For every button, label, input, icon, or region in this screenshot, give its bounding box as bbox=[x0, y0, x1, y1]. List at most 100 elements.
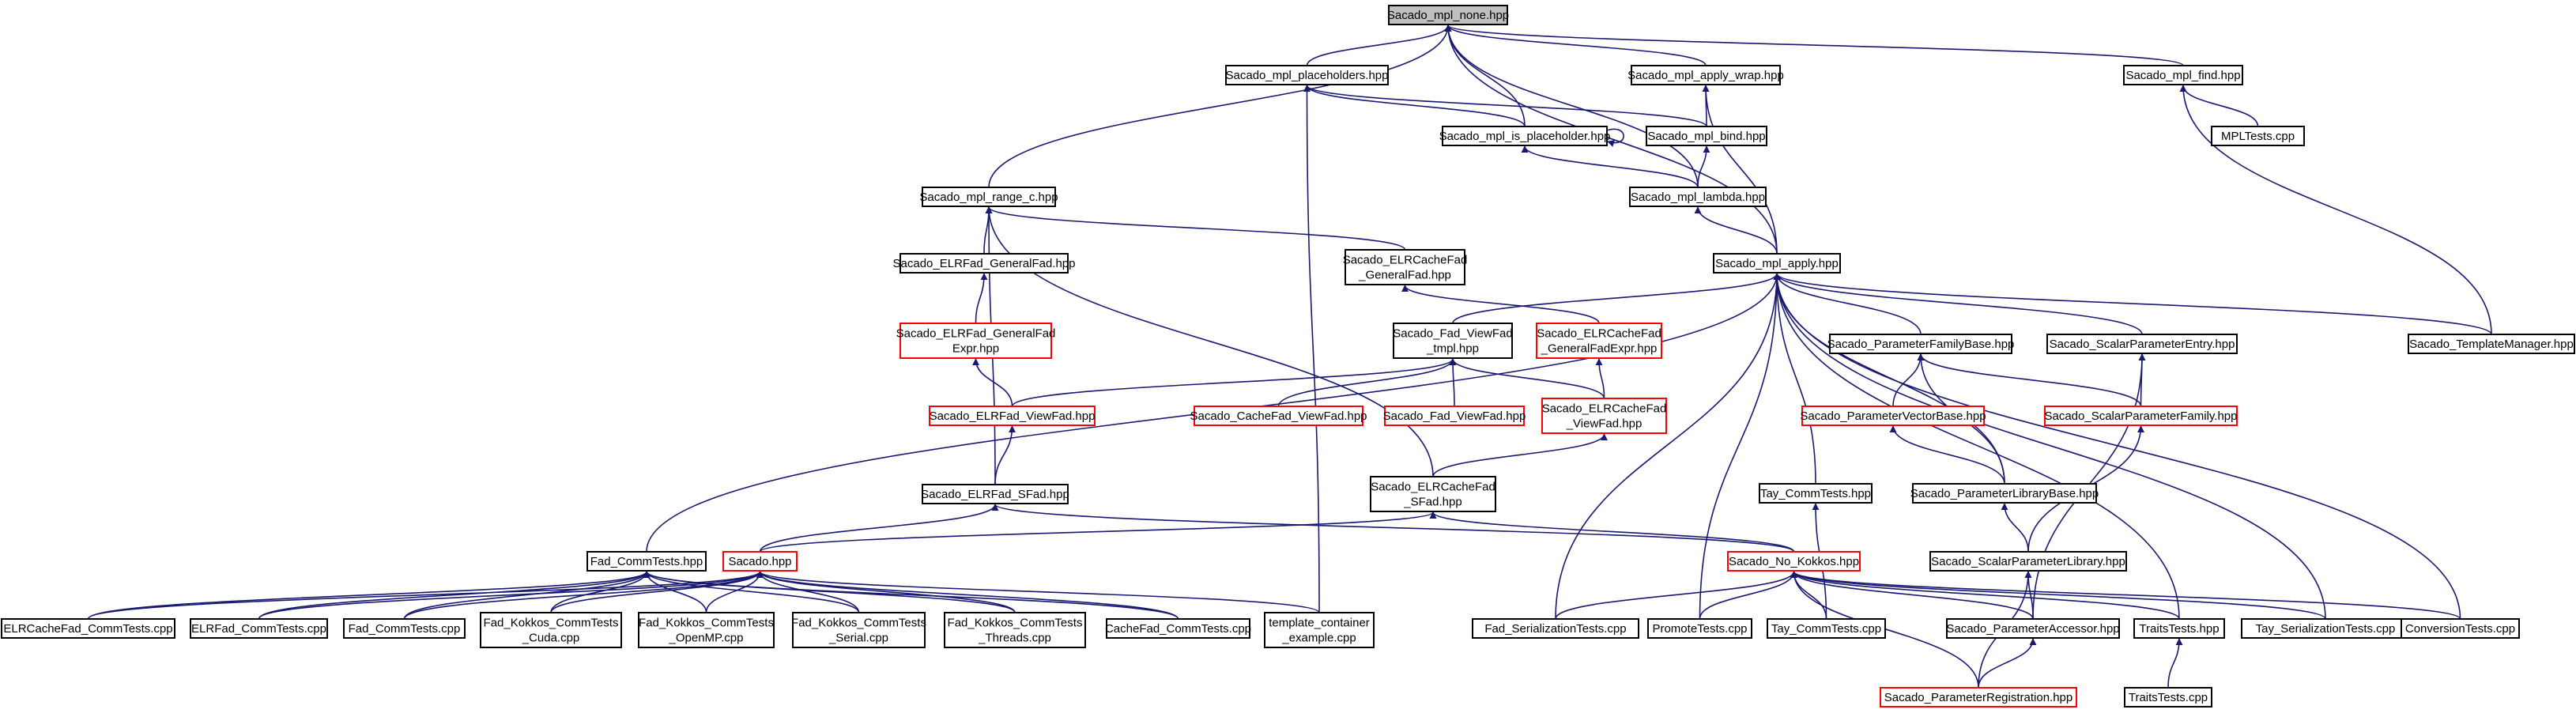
node-sacado-elrfad-generalfadexpr-hpp[interactable]: Sacado_ELRFad_GeneralFadExpr.hpp bbox=[896, 323, 1056, 359]
node-fad-commtests-cpp[interactable]: Fad_CommTests.cpp bbox=[343, 618, 466, 639]
edge-templatemanager-to-apply bbox=[1773, 273, 2492, 335]
node-box bbox=[1442, 126, 1608, 146]
edge-scalarparamfamily-to-paramfamilybase bbox=[1917, 353, 2142, 407]
edge-kokkos_threads-to-sacado_hpp bbox=[756, 571, 1016, 613]
node-sacado-hpp[interactable]: Sacado.hpp bbox=[722, 551, 798, 572]
node-sacado-scalarparameterlibrary-hpp[interactable]: Sacado_ScalarParameterLibrary.hpp bbox=[1929, 551, 2127, 572]
edge-cachefad_commtests-to-fad_commtests_hpp bbox=[643, 571, 1179, 620]
node-label: Expr.hpp bbox=[952, 342, 999, 355]
node-tay-serializationtests-cpp[interactable]: Tay_SerializationTests.cpp bbox=[2241, 618, 2410, 639]
node-cachefad-commtests-cpp[interactable]: CacheFad_CommTests.cpp bbox=[1105, 618, 1251, 639]
edge-elrfad_viewfad-to-fad_viewfad_tmpl bbox=[1011, 358, 1457, 407]
node-box bbox=[900, 253, 1069, 274]
node-traitstests-hpp[interactable]: TraitsTests.hpp bbox=[2133, 618, 2225, 639]
node-conversiontests-cpp[interactable]: ConversionTests.cpp bbox=[2401, 618, 2520, 639]
node-box bbox=[1946, 618, 2120, 639]
node-sacado-mpl-none-hpp[interactable]: Sacado_mpl_none.hpp bbox=[1387, 5, 1509, 25]
node-fad-kokkos-commtests-openmp-cpp[interactable]: Fad_Kokkos_CommTests_OpenMP.cpp bbox=[638, 612, 775, 648]
edge-is_placeholder-to-is_placeholder bbox=[1606, 128, 1624, 147]
node-sacado-mpl-find-hpp[interactable]: Sacado_mpl_find.hpp bbox=[2123, 65, 2243, 85]
node-mpltests-cpp[interactable]: MPLTests.cpp bbox=[2211, 126, 2305, 146]
node-label: Sacado_ParameterLibraryBase.hpp bbox=[1910, 487, 2099, 500]
node-fad-commtests-hpp[interactable]: Fad_CommTests.hpp bbox=[586, 551, 707, 572]
node-sacado-scalarparameterfamily-hpp[interactable]: Sacado_ScalarParameterFamily.hpp bbox=[2044, 406, 2238, 426]
node-box bbox=[1629, 187, 1767, 207]
node-elrcachefad-commtests-cpp[interactable]: ELRCacheFad_CommTests.cpp bbox=[1, 618, 175, 639]
edge-tay_serialization-to-no_kokkos bbox=[1790, 571, 2326, 620]
node-sacado-mpl-apply-hpp[interactable]: Sacado_mpl_apply.hpp bbox=[1713, 253, 1841, 274]
edge-mpltests-to-find bbox=[2179, 85, 2259, 127]
edge-cachefad_commtests-to-sacado_hpp bbox=[756, 571, 1179, 620]
node-tay-commtests-hpp[interactable]: Tay_CommTests.hpp bbox=[1759, 483, 1873, 504]
node-sacado-no-kokkos-hpp[interactable]: Sacado_No_Kokkos.hpp bbox=[1727, 551, 1861, 572]
edge-kokkos_cuda-to-fad_commtests_hpp bbox=[550, 571, 651, 613]
node-label: Sacado_TemplateManager.hpp bbox=[2409, 338, 2574, 351]
node-box bbox=[343, 618, 466, 639]
edge-promotetests-to-apply bbox=[1699, 273, 1781, 620]
node-label: Sacado_mpl_find.hpp bbox=[2125, 69, 2240, 82]
node-sacado-templatemanager-hpp[interactable]: Sacado_TemplateManager.hpp bbox=[2408, 334, 2575, 354]
node-sacado-parametervectorbase-hpp[interactable]: Sacado_ParameterVectorBase.hpp bbox=[1800, 406, 1986, 426]
node-sacado-mpl-range-c-hpp[interactable]: Sacado_mpl_range_c.hpp bbox=[919, 187, 1058, 207]
edge-conversiontests-to-apply bbox=[1773, 273, 2461, 620]
node-sacado-parameterfamilybase-hpp[interactable]: Sacado_ParameterFamilyBase.hpp bbox=[1827, 334, 2015, 354]
node-tay-commtests-cpp[interactable]: Tay_CommTests.cpp bbox=[1767, 618, 1886, 639]
node-sacado-parameterlibrarybase-hpp[interactable]: Sacado_ParameterLibraryBase.hpp bbox=[1910, 483, 2099, 504]
node-sacado-fad-viewfad-hpp[interactable]: Sacado_Fad_ViewFad.hpp bbox=[1383, 406, 1526, 426]
edge-elrfad_viewfad-to-elrfad_generalexpr bbox=[972, 358, 1013, 407]
node-sacado-cachefad-viewfad-hpp[interactable]: Sacado_CacheFad_ViewFad.hpp bbox=[1190, 406, 1367, 426]
edge-promotetests-to-no_kokkos bbox=[1699, 571, 1797, 620]
edge-is_placeholder-to-none bbox=[1444, 25, 1526, 127]
node-sacado-parameterregistration-hpp[interactable]: Sacado_ParameterRegistration.hpp bbox=[1880, 687, 2077, 708]
edge-sacado_hpp-to-elrfad_sfad bbox=[759, 504, 999, 553]
node-sacado-parameteraccessor-hpp[interactable]: Sacado_ParameterAccessor.hpp bbox=[1946, 618, 2120, 639]
node-label: Sacado_Fad_ViewFad bbox=[1393, 326, 1513, 340]
node-sacado-scalarparameterentry-hpp[interactable]: Sacado_ScalarParameterEntry.hpp bbox=[2046, 334, 2238, 354]
node-fad-serializationtests-cpp[interactable]: Fad_SerializationTests.cpp bbox=[1472, 618, 1639, 639]
edge-elrcache_general-to-range_c bbox=[985, 206, 1406, 251]
node-label: Sacado_ELRFad_GeneralFad bbox=[896, 326, 1056, 340]
node-elrfad-commtests-cpp[interactable]: ELRFad_CommTests.cpp bbox=[190, 618, 328, 639]
node-fad-kokkos-commtests-threads-cpp[interactable]: Fad_Kokkos_CommTests_Threads.cpp bbox=[944, 612, 1086, 648]
edge-is_placeholder-to-placeholders bbox=[1303, 85, 1526, 127]
node-label: PromoteTests.cpp bbox=[1652, 622, 1747, 636]
node-box bbox=[1370, 476, 1496, 512]
node-sacado-mpl-apply-wrap-hpp[interactable]: Sacado_mpl_apply_wrap.hpp bbox=[1627, 65, 1784, 85]
node-sacado-elrcachefad-generalfadexpr-hpp[interactable]: Sacado_ELRCacheFad_GeneralFadExpr.hpp bbox=[1536, 323, 1662, 359]
edge-elrfad_commtests-to-sacado_hpp bbox=[258, 571, 764, 620]
edge-apply-to-apply_wrap bbox=[1702, 85, 1778, 255]
node-sacado-elrcachefad-viewfad-hpp[interactable]: Sacado_ELRCacheFad_ViewFad.hpp bbox=[1541, 398, 1667, 434]
node-traitstests-cpp[interactable]: TraitsTests.cpp bbox=[2124, 687, 2212, 708]
node-sacado-mpl-lambda-hpp[interactable]: Sacado_mpl_lambda.hpp bbox=[1629, 187, 1767, 207]
node-box bbox=[1536, 323, 1662, 359]
node-box bbox=[2046, 334, 2238, 354]
node-label: CacheFad_CommTests.cpp bbox=[1105, 622, 1251, 636]
node-sacado-fad-viewfad-tmpl-hpp[interactable]: Sacado_Fad_ViewFad_tmpl.hpp bbox=[1393, 323, 1513, 359]
node-sacado-elrcachefad-sfad-hpp[interactable]: Sacado_ELRCacheFad_SFad.hpp bbox=[1370, 476, 1496, 512]
node-label: MPLTests.cpp bbox=[2221, 130, 2295, 143]
edge-kokkos_serial-to-sacado_hpp bbox=[756, 571, 860, 613]
node-label: Fad_Kokkos_CommTests bbox=[484, 616, 619, 629]
edge-lambda-to-is_placeholder bbox=[1521, 145, 1699, 188]
node-sacado-elrfad-sfad-hpp[interactable]: Sacado_ELRFad_SFad.hpp bbox=[921, 484, 1069, 504]
node-sacado-elrfad-viewfad-hpp[interactable]: Sacado_ELRFad_ViewFad.hpp bbox=[929, 406, 1096, 426]
edge-fad_viewfad-to-fad_viewfad_tmpl bbox=[1449, 358, 1457, 407]
node-sacado-elrfad-generalfad-hpp[interactable]: Sacado_ELRFad_GeneralFad.hpp bbox=[893, 253, 1076, 274]
node-promotetests-cpp[interactable]: PromoteTests.cpp bbox=[1647, 618, 1752, 639]
node-label: Fad_CommTests.hpp bbox=[590, 555, 703, 568]
node-sacado-elrcachefad-generalfad-hpp[interactable]: Sacado_ELRCacheFad_GeneralFad.hpp bbox=[1343, 249, 1468, 285]
node-sacado-mpl-placeholders-hpp[interactable]: Sacado_mpl_placeholders.hpp bbox=[1225, 65, 1389, 85]
edge-elrcache_sfad-to-elrcache_viewfad bbox=[1432, 433, 1608, 477]
node-template-container-example-cpp[interactable]: template_container_example.cpp bbox=[1264, 612, 1375, 648]
node-label: Sacado_mpl_bind.hpp bbox=[1647, 130, 1765, 143]
node-sacado-mpl-bind-hpp[interactable]: Sacado_mpl_bind.hpp bbox=[1646, 126, 1767, 146]
node-label: Sacado_CacheFad_ViewFad.hpp bbox=[1190, 409, 1367, 423]
node-fad-kokkos-commtests-serial-cpp[interactable]: Fad_Kokkos_CommTests_Serial.cpp bbox=[791, 612, 926, 648]
node-box bbox=[900, 323, 1052, 359]
node-sacado-mpl-is-placeholder-hpp[interactable]: Sacado_mpl_is_placeholder.hpp bbox=[1439, 126, 1611, 146]
node-box bbox=[1713, 253, 1841, 274]
node-fad-kokkos-commtests-cuda-cpp[interactable]: Fad_Kokkos_CommTests_Cuda.cpp bbox=[480, 612, 622, 648]
edge-apply-to-none bbox=[1444, 25, 1778, 255]
edge-lambda-to-none bbox=[1444, 25, 1699, 188]
